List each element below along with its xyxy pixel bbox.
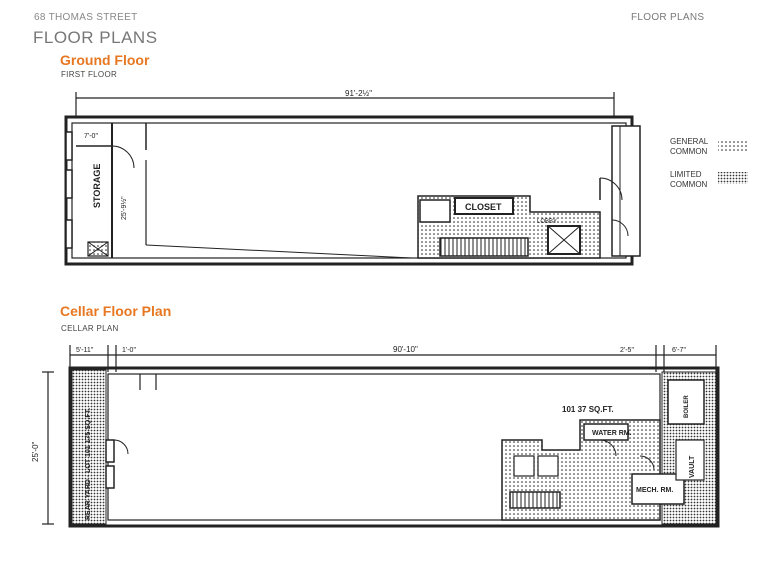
address-label: 68 THOMAS STREET [34, 12, 138, 23]
cellar-outer-wall [68, 366, 720, 528]
cellar-subheading: CELLAR PLAN [61, 324, 119, 333]
ground-dim-depth: 25'-9½" [120, 196, 128, 220]
cellar-mech-room [631, 473, 685, 505]
cellar-label-boiler: BOILER [684, 395, 690, 418]
legend-general-swatch [718, 139, 748, 151]
cellar-label-vault: VAULT [689, 455, 696, 478]
legend-limited-line1: LIMITED [670, 170, 702, 179]
cellar-dim-overall: 90'-10" [393, 345, 418, 354]
ground-closet [454, 197, 514, 215]
cellar-dim-depth: 25'-0" [31, 441, 40, 462]
legend-general-line1: GENERAL [670, 137, 709, 146]
cellar-dim-left2: 1'-0" [122, 347, 136, 354]
ground-floor-plan [64, 92, 641, 266]
ground-stairs [439, 237, 529, 257]
cellar-heading: Cellar Floor Plan [60, 303, 172, 319]
cellar-plan [42, 345, 720, 528]
ground-label-lobby: LOBBY [537, 219, 557, 225]
legend-limited-swatch [718, 172, 748, 184]
cellar-label-mech: MECH. RM. [636, 487, 673, 494]
legend-limited-line2: COMMON [670, 180, 708, 189]
legend-general-line2: COMMON [670, 147, 708, 156]
cellar-water-room [583, 423, 629, 441]
cellar-dim-right1: 2'-5" [620, 347, 634, 354]
page-title: FLOOR PLANS [33, 28, 158, 47]
section-tag: FLOOR PLANS [631, 12, 705, 23]
ground-floor-heading: Ground Floor [60, 52, 150, 68]
ground-dim-vestibule: 7'-0" [84, 133, 98, 140]
ground-label-storage: STORAGE [92, 164, 102, 208]
legend-general-label: GENERAL COMMON [670, 137, 708, 157]
ground-floor-subheading: FIRST FLOOR [61, 70, 118, 79]
ground-dim-overall: 91'-2½" [345, 89, 372, 98]
cellar-stairs [509, 491, 561, 509]
cellar-vault [675, 439, 705, 481]
cellar-dim-right2: 6'-7" [672, 347, 686, 354]
cellar-label-yard: REAR YARD - LOT 101 175 SQ.FT. [85, 408, 92, 520]
cellar-dim-left: 5'-11" [76, 347, 94, 354]
cellar-label-water: WATER RM. [592, 430, 632, 437]
cellar-label-area: 101 37 SQ.FT. [562, 405, 614, 414]
ground-label-closet: CLOSET [465, 202, 502, 212]
legend-limited-label: LIMITED COMMON [670, 170, 707, 190]
cellar-boiler-room [667, 379, 705, 425]
